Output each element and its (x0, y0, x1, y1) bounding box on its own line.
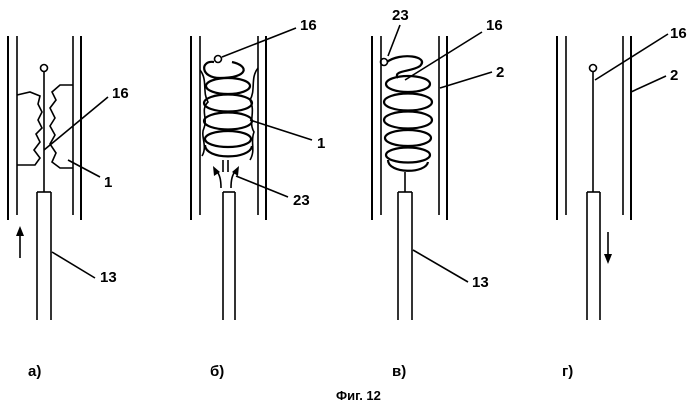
flow-arrow-icon (213, 166, 239, 188)
deposit-layer-right (50, 85, 73, 168)
label-tube: 13 (472, 274, 489, 291)
label-deposit: 1 (317, 135, 325, 152)
label-electrode: 16 (300, 17, 317, 34)
panel-b: 16 1 23 б) (191, 17, 325, 380)
caption-a: а) (28, 363, 41, 380)
feed-tube (37, 192, 51, 320)
label-flow: 23 (392, 7, 409, 24)
caption-v: в) (392, 363, 406, 380)
label-deposit: 1 (104, 174, 112, 191)
label-electrode: 16 (670, 25, 687, 42)
label-wall: 2 (496, 64, 504, 81)
deposit-layer-left (17, 92, 42, 165)
electrode-tip (215, 56, 222, 63)
electrode-tip (41, 65, 48, 72)
panel-a: 16 1 13 а) (8, 36, 129, 380)
electrode-tip (590, 65, 597, 72)
label-tube: 13 (100, 269, 117, 286)
caption-g: г) (562, 363, 573, 380)
spiral-icon (384, 56, 432, 192)
spiral-icon (200, 62, 258, 172)
panel-v: 23 16 2 13 в) (372, 7, 504, 380)
panel-g: 16 2 г) (557, 25, 687, 380)
up-arrow-icon (16, 226, 24, 258)
caption-b: б) (210, 363, 224, 380)
label-wall: 2 (670, 67, 678, 84)
figure-caption: Фиг. 12 (336, 388, 381, 403)
feed-tube (223, 192, 235, 320)
feed-tube (398, 192, 412, 320)
label-flow: 23 (293, 192, 310, 209)
label-electrode: 16 (112, 85, 129, 102)
label-electrode: 16 (486, 17, 503, 34)
down-arrow-icon (604, 232, 612, 264)
feed-tube (587, 192, 600, 320)
